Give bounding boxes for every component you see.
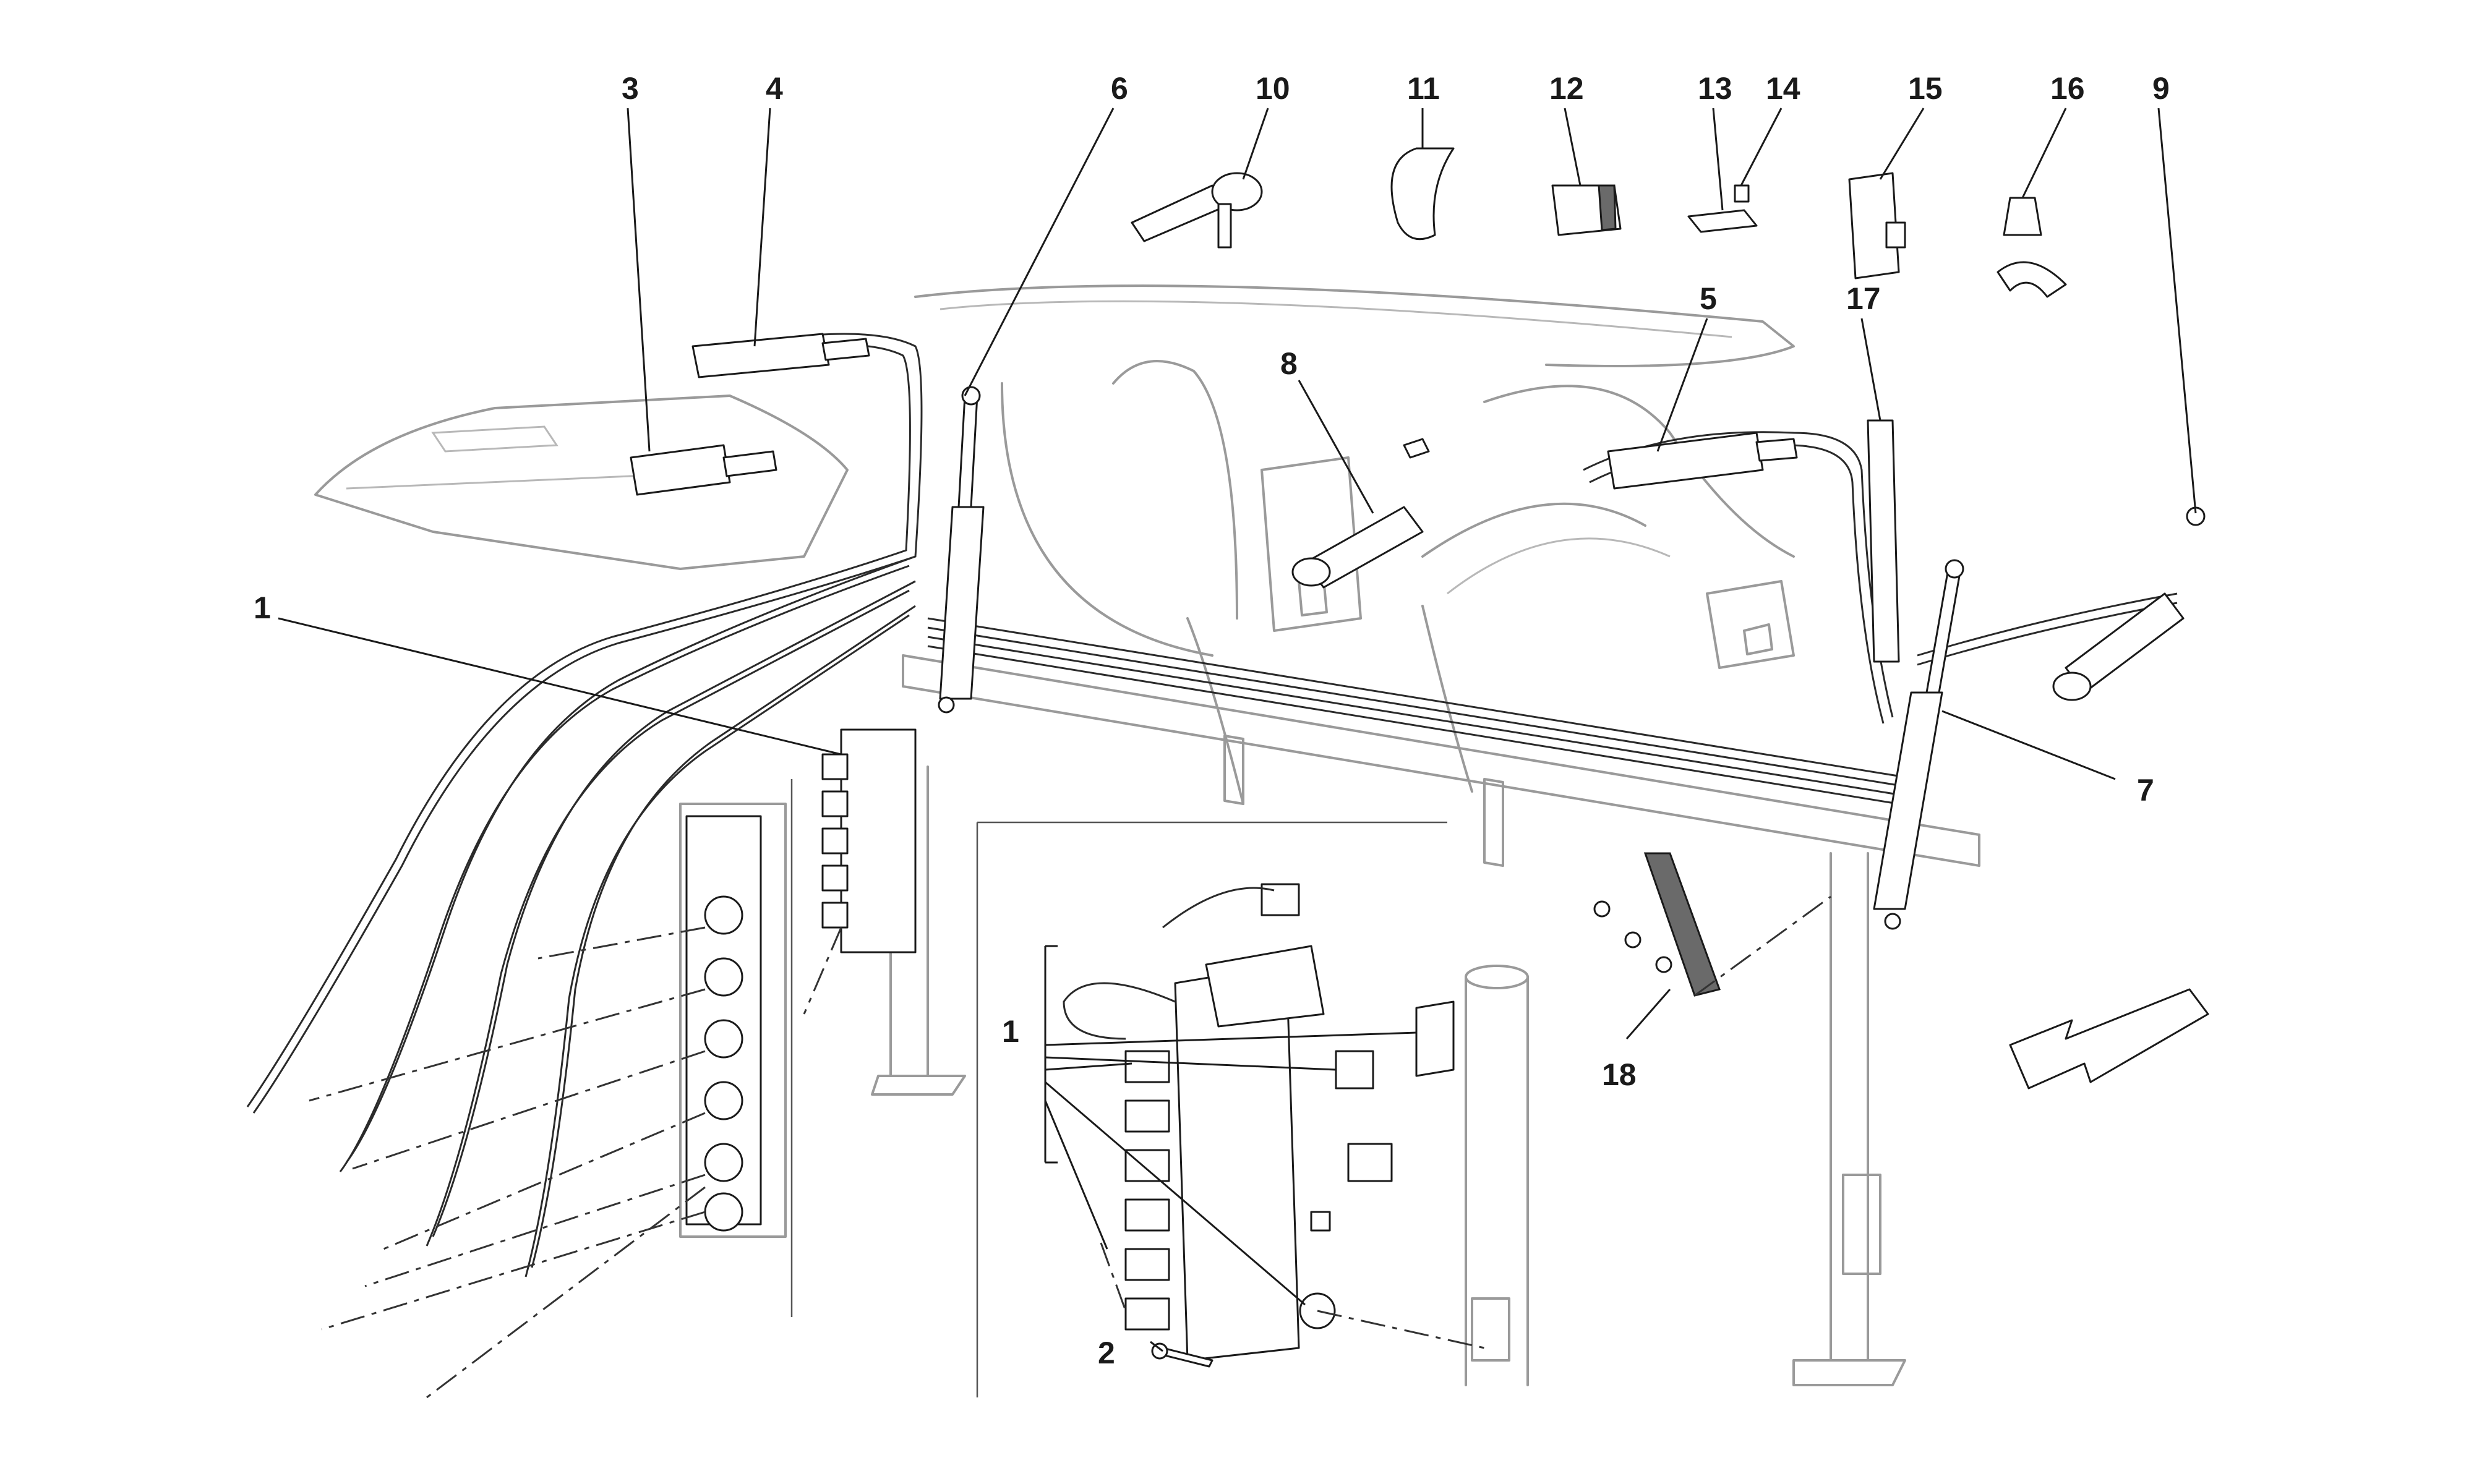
callout-6: 6: [1111, 71, 1128, 106]
part-1-valve-block: [821, 728, 917, 953]
callout-10: 10: [1256, 71, 1290, 106]
callout-16: 16: [2050, 71, 2085, 106]
callout-13: 13: [1698, 71, 1732, 106]
callout-12: 12: [1549, 71, 1584, 106]
callout-2: 2: [1098, 1336, 1115, 1370]
part-13-bracket: [1687, 209, 1758, 233]
callout-1: 1: [254, 591, 271, 625]
hydraulic-hose-bundle: [246, 333, 2178, 1277]
callout-17: 17: [1846, 281, 1881, 316]
callout-5: 5: [1700, 281, 1717, 316]
part-18-ground-strap: [1593, 852, 1721, 997]
callout-14: 14: [1766, 71, 1800, 106]
part-11-cable-tie: [1390, 147, 1455, 241]
callout-9: 9: [2152, 71, 2170, 106]
callout-3: 3: [622, 71, 639, 106]
part-16-push-clip: [1997, 197, 2067, 298]
leader-lines: [278, 108, 2197, 1352]
callout-7: 7: [2137, 773, 2154, 808]
callout-labels: 3 4 6 10 11 12 13 14 15 16 9 5 17 8 1 7 …: [254, 71, 2170, 1370]
callout-8: 8: [1280, 346, 1298, 381]
part-7-gas-strut: [1873, 559, 1964, 930]
explosion-lines: [309, 895, 1831, 1399]
part-15-connector: [1848, 172, 1906, 279]
part-3-cylinder: [630, 444, 777, 496]
part-2-bolt: [1151, 1342, 1213, 1368]
part-9-actuator: [2052, 506, 2206, 701]
callout-4: 4: [766, 71, 783, 106]
direction-arrow-icon: [2009, 988, 2209, 1090]
part-14-screw: [1734, 184, 1750, 203]
part-4-cylinder: [691, 333, 870, 378]
body-frame: [314, 284, 1980, 1397]
part-1-valve-module-center: [1063, 883, 1455, 1362]
part-5-cylinder: [1607, 432, 1798, 490]
callout-18: 18: [1602, 1057, 1637, 1092]
part-10-clip: [1131, 172, 1263, 249]
part-12-grommet: [1551, 184, 1622, 236]
part-17-sleeve: [1867, 419, 1900, 663]
part-6-gas-strut: [938, 386, 985, 714]
callout-11: 11: [1407, 71, 1440, 106]
callout-15: 15: [1908, 71, 1943, 106]
callout-1-inset: 1: [1002, 1014, 1019, 1049]
part-1-valve-module-left: [685, 815, 762, 1232]
part-8-actuator: [1291, 438, 1430, 589]
